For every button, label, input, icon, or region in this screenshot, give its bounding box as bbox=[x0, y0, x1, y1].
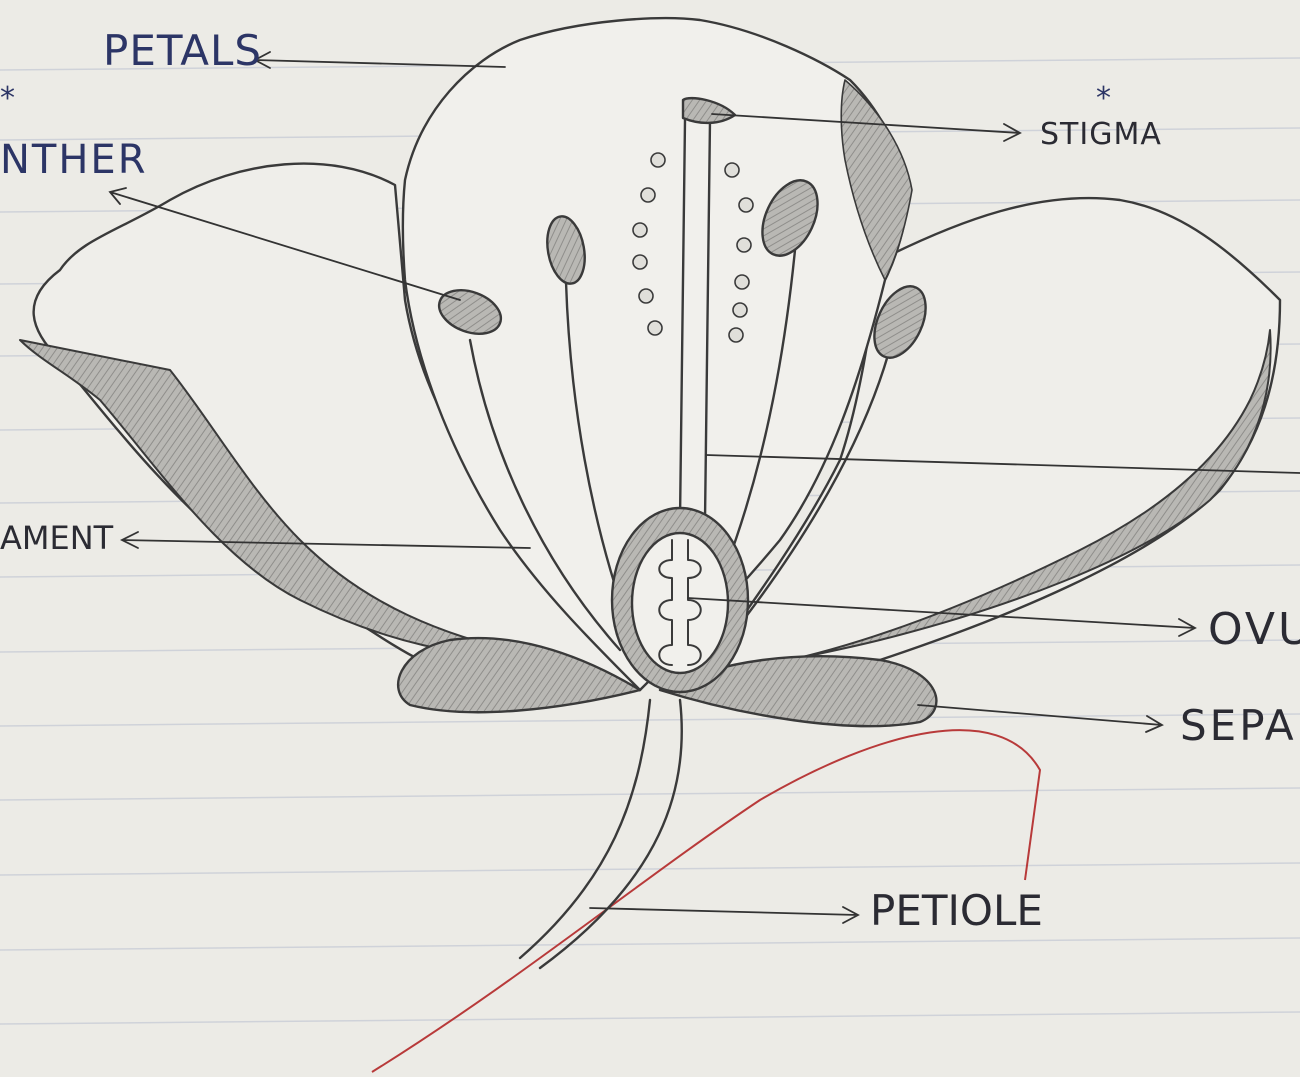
label-filament: AMENT bbox=[0, 522, 113, 554]
label-petals: PETALS bbox=[103, 30, 262, 72]
star-mark-stigma: * bbox=[1096, 84, 1111, 114]
ovary-inner bbox=[632, 533, 728, 673]
star-mark-anther: * bbox=[0, 84, 15, 114]
arrow-sepal bbox=[918, 705, 1162, 732]
petiole-stalk bbox=[520, 700, 682, 968]
label-stigma: STIGMA bbox=[1040, 120, 1162, 150]
label-sepal: SEPA bbox=[1180, 705, 1297, 747]
label-ovule: OVU bbox=[1208, 608, 1300, 652]
arrow-petiole bbox=[590, 907, 858, 923]
label-petiole: PETIOLE bbox=[870, 890, 1043, 932]
label-anther: NTHER bbox=[0, 140, 148, 180]
arrow-petals bbox=[255, 52, 505, 68]
